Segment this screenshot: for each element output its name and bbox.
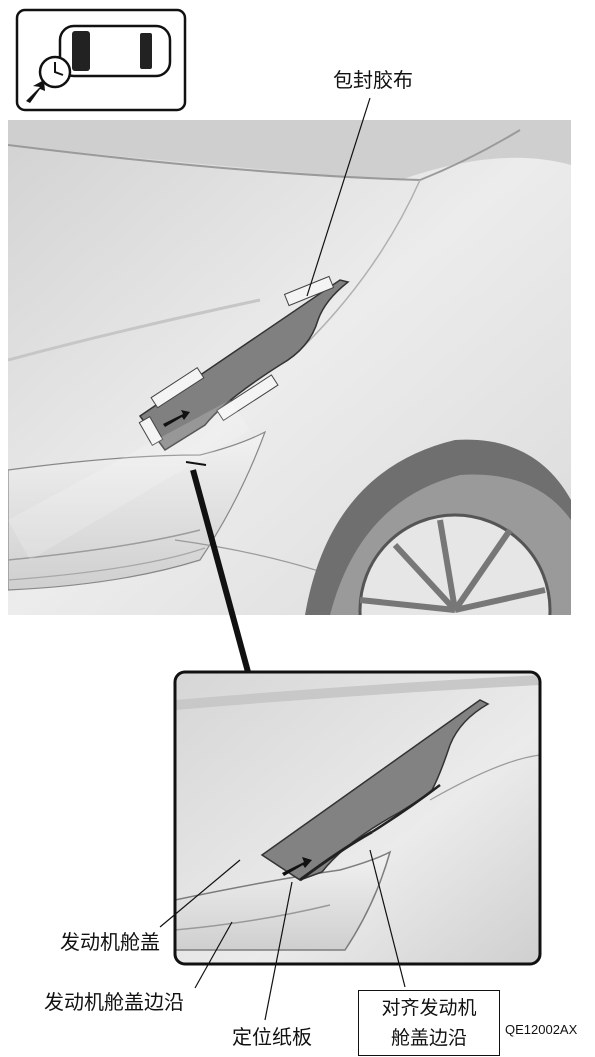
car-front-fender-illustration	[8, 120, 571, 705]
vehicle-front-left-corner-icon	[17, 10, 185, 110]
sealing-tape-label: 包封胶布	[333, 70, 413, 90]
align-note-line-1: 对齐发动机	[367, 993, 491, 1023]
hood-edge-label: 发动机舱盖边沿	[44, 992, 184, 1012]
detail-inset	[175, 672, 540, 964]
hood-label: 发动机舱盖	[60, 932, 160, 952]
align-hood-edge-note: 对齐发动机 舱盖边沿	[358, 990, 500, 1056]
figure-code: QE12002AX	[505, 1022, 577, 1037]
align-note-line-2: 舱盖边沿	[367, 1023, 491, 1053]
positioning-board-label: 定位纸板	[232, 1027, 312, 1047]
